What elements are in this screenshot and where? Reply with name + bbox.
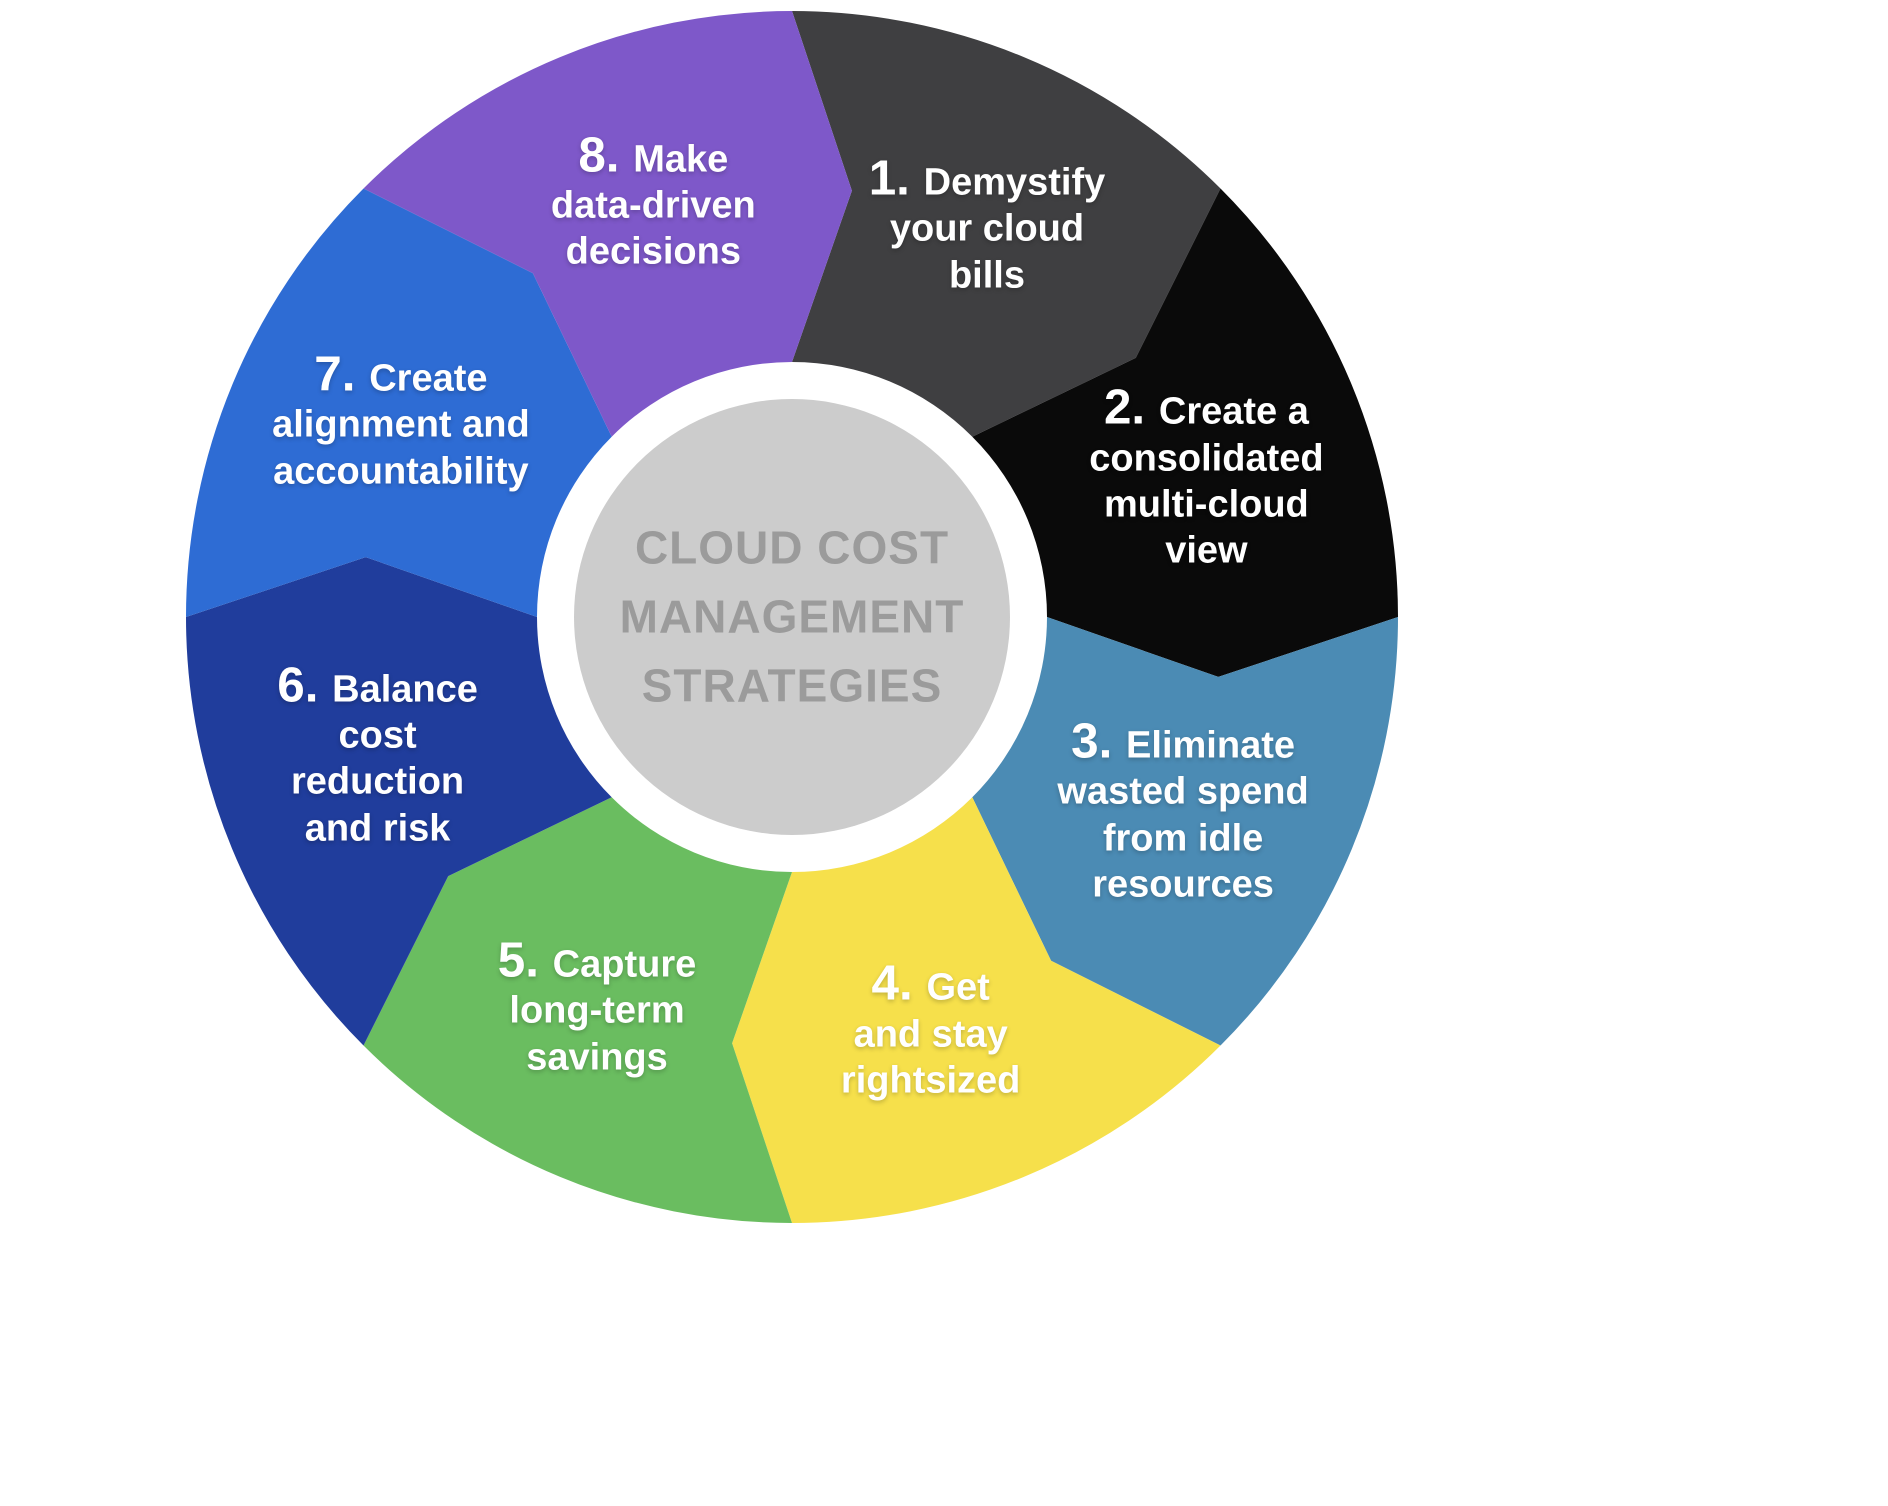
center-title-line-1: CLOUD COST: [634, 521, 950, 574]
segment-label-line: decisions: [565, 230, 741, 273]
segment-label-line: 7. Create: [314, 346, 488, 402]
segment-label-line: savings: [526, 1036, 668, 1079]
center-title-line-3: STRATEGIES: [641, 659, 943, 712]
segment-number: 4.: [871, 955, 927, 1011]
segment-label-line: consolidated: [1089, 436, 1324, 479]
segment-number: 3.: [1071, 713, 1127, 769]
center-title: CLOUD COST MANAGEMENT STRATEGIES: [620, 514, 965, 721]
segment-label-line: 8. Make: [578, 127, 729, 183]
segment-label-line: 3. Eliminate: [1071, 713, 1296, 769]
wheel-segment-3: [972, 617, 1398, 1046]
center-circle: [574, 399, 1010, 835]
segment-label-line: long-term: [509, 989, 685, 1032]
wheel-segment-4: [732, 797, 1221, 1223]
wheel-segment-5: [363, 797, 792, 1223]
segment-label-line: reduction: [291, 760, 465, 803]
segment-label-line: data-driven: [550, 184, 756, 227]
segment-number: 1.: [868, 150, 924, 206]
segment-label-line: bills: [948, 254, 1025, 297]
segment-label-line: cost: [338, 714, 417, 757]
segment-label-line: 4. Get: [871, 955, 990, 1011]
segment-number: 8.: [578, 127, 634, 183]
segment-number: 2.: [1103, 379, 1159, 435]
segment-label-line: view: [1165, 529, 1248, 572]
segment-label-line: wasted spend: [1057, 770, 1309, 813]
wheel-segment-7: [186, 188, 612, 617]
segment-label-line: 2. Create a: [1103, 379, 1309, 435]
segment-label-line: from idle: [1102, 816, 1264, 859]
segment-number: 6.: [277, 656, 333, 712]
segment-label-line: accountability: [273, 450, 529, 493]
segment-label-line: and risk: [304, 807, 451, 850]
segment-label-line: and stay: [853, 1013, 1008, 1056]
wheel-segment-1: [792, 11, 1221, 437]
segment-label-line: your cloud: [889, 207, 1085, 250]
segment-label-line: 5. Capture: [497, 932, 697, 988]
wheel-segment-2: [972, 188, 1398, 677]
segment-label-line: 1. Demystify: [868, 150, 1106, 206]
segment-label-line: resources: [1092, 863, 1274, 906]
segment-label-line: 6. Balance: [277, 656, 478, 712]
wheel-segment-8: [363, 11, 852, 437]
segment-number: 7.: [314, 346, 370, 402]
segment-label-line: alignment and: [272, 403, 530, 446]
wheel-segment-6: [186, 557, 612, 1046]
segment-number: 5.: [497, 932, 553, 988]
segment-label-line: multi-cloud: [1104, 483, 1309, 526]
center-title-line-2: MANAGEMENT: [619, 590, 965, 643]
segment-label-line: rightsized: [840, 1059, 1021, 1102]
